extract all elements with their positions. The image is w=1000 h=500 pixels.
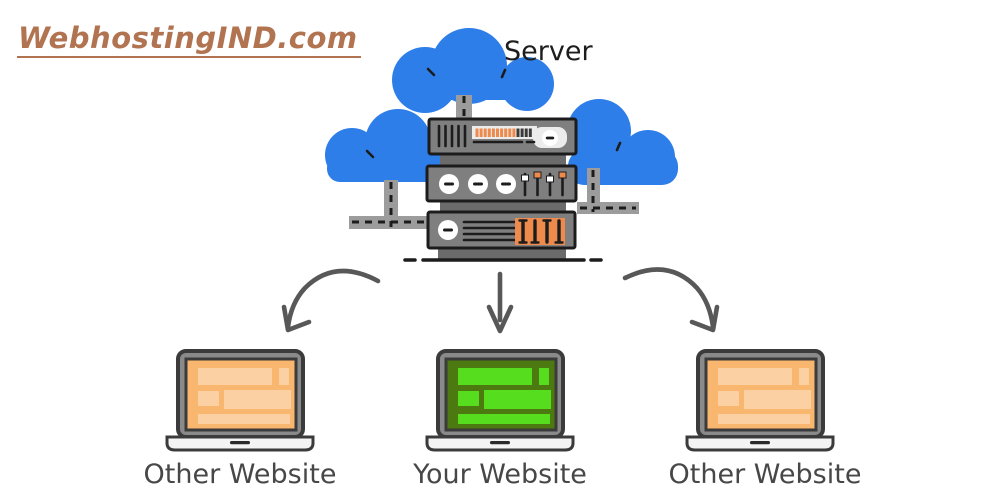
- arrow-to-right-website-icon: [622, 267, 720, 333]
- connector-pipe-top: [456, 95, 472, 121]
- laptop-other-website-left: [165, 349, 315, 452]
- laptop-your-website: [425, 349, 575, 452]
- label-other-website-left: Other Website: [143, 459, 337, 490]
- label-your-website: Your Website: [413, 459, 587, 490]
- arrow-to-left-website-icon: [281, 268, 381, 333]
- server-rack-icon: [403, 117, 603, 262]
- cloud-icon-top: [392, 28, 554, 113]
- connector-pipe-right: [577, 168, 639, 214]
- server-rack-unit-top: [427, 117, 578, 156]
- label-other-website-right: Other Website: [668, 459, 862, 490]
- server-rack-unit-bottom: [426, 210, 577, 250]
- connector-pipe-left: [349, 180, 441, 229]
- server-rack-unit-middle: [425, 164, 578, 203]
- watermark-text: WebhostingIND.com: [17, 21, 361, 58]
- laptop-other-website-right: [685, 349, 835, 452]
- cloud-icon-right: [567, 99, 678, 185]
- server-label: Server: [504, 36, 593, 67]
- arrow-to-center-website-icon: [486, 271, 514, 334]
